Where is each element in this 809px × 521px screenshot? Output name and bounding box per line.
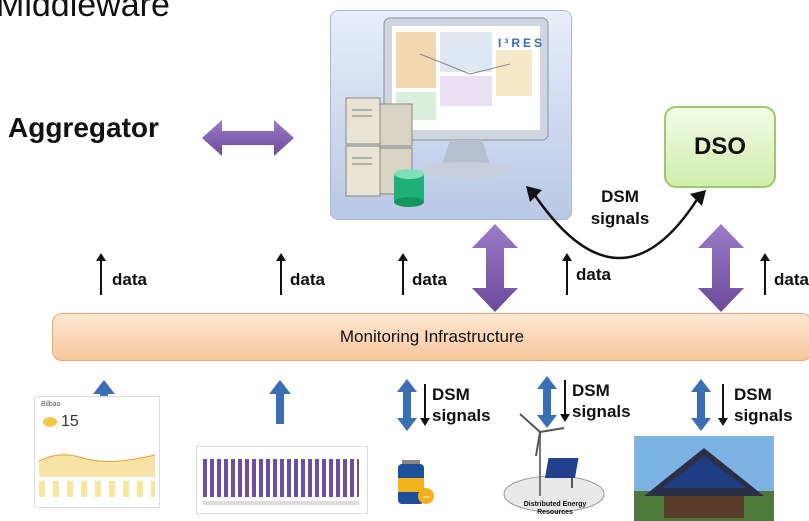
data-arrow-3 — [398, 253, 408, 295]
dsm-label-1b: signals — [432, 406, 491, 425]
database-icon — [394, 169, 424, 207]
data-label-2: data — [290, 270, 325, 289]
weather-widget: Bilbao 15 — [34, 396, 160, 508]
middleware-vertical-arrow — [472, 224, 518, 312]
data-label-1: data — [112, 270, 147, 289]
dsm-down-arrow-1 — [420, 384, 430, 426]
dsm-signals-bottom-2: DSM signals — [572, 380, 631, 422]
dsm-curved-arrow — [526, 186, 706, 260]
dsm-signals-bottom-1: DSM signals — [432, 384, 491, 426]
server-rack-icon — [345, 97, 413, 197]
sun-cloud-icon — [43, 417, 57, 427]
dsm-label-1a: DSM — [432, 385, 470, 404]
wind-solar-icon — [503, 413, 605, 513]
temperature-curve — [39, 454, 155, 477]
data-label-3: data — [412, 270, 447, 289]
aggregator-label: Aggregator — [8, 112, 159, 143]
forecast-row — [39, 481, 155, 497]
aggregator-double-arrow — [202, 120, 294, 156]
dso-box: DSO — [664, 106, 776, 188]
data-label-4: data — [576, 265, 611, 284]
screen-logo: I³RES — [498, 36, 546, 50]
dsm-signals-top: DSM signals — [570, 186, 670, 230]
solar-house-photo — [634, 436, 774, 521]
dsm-label-2b: signals — [572, 402, 631, 421]
distributed-energy-caption: Distributed Energy Resources — [523, 501, 587, 516]
page-title: Middleware — [0, 0, 170, 24]
dso-vertical-arrow — [698, 224, 744, 312]
bar-series — [203, 459, 359, 497]
dsm-label-2a: DSM — [572, 381, 610, 400]
weather-city: Bilbao — [41, 401, 61, 408]
blue-up-arrow-2 — [269, 380, 291, 424]
battery-icon: − — [398, 460, 434, 504]
dsm-down-arrow-3 — [718, 384, 728, 426]
dsm-signals-top-line1: DSM — [601, 187, 639, 206]
blue-double-arrow-2 — [537, 376, 557, 428]
chart-axis — [203, 501, 359, 505]
data-arrow-1 — [96, 253, 106, 295]
weather-temp: 15 — [61, 413, 79, 430]
blue-double-arrow-3 — [691, 379, 711, 431]
dsm-label-3b: signals — [734, 406, 793, 425]
dsm-down-arrow-2 — [560, 380, 570, 422]
dsm-label-3a: DSM — [734, 385, 772, 404]
blue-double-arrow-1 — [397, 379, 417, 431]
data-arrow-5 — [760, 253, 770, 295]
data-label-5: data — [774, 270, 809, 289]
data-arrow-4 — [562, 253, 572, 295]
svg-text:−: − — [422, 492, 430, 503]
dsm-signals-top-line2: signals — [590, 209, 650, 228]
monitoring-infrastructure-bar: Monitoring Infrastructure — [52, 313, 809, 361]
dsm-signals-bottom-3: DSM signals — [734, 384, 793, 426]
data-arrow-2 — [276, 253, 286, 295]
energy-chart-thumbnail — [196, 446, 368, 514]
